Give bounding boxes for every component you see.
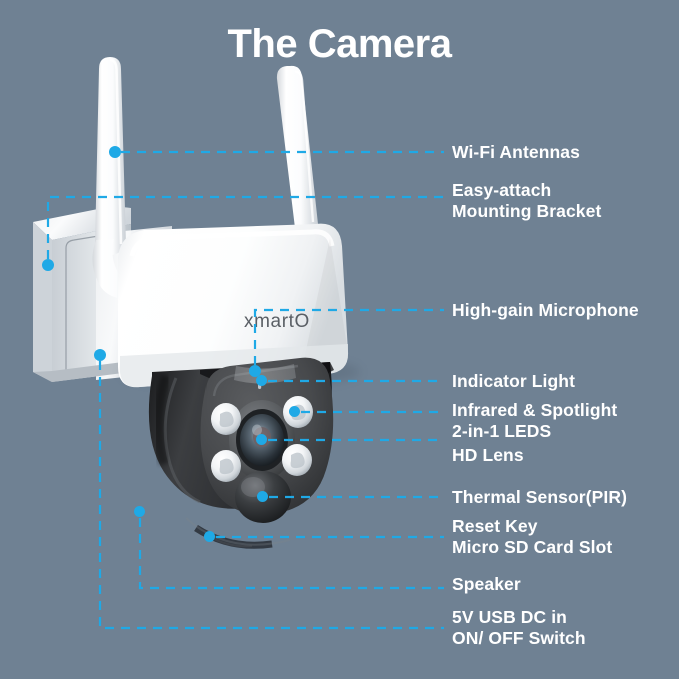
label-infrared-spotlight: Infrared & Spotlight 2-in-1 LEDS xyxy=(452,400,618,441)
label-indicator-light: Indicator Light xyxy=(452,371,576,391)
callout-dot-reset-sdcard[interactable] xyxy=(204,531,215,542)
label-thermal-sensor: Thermal Sensor(PIR) xyxy=(452,487,627,507)
label-mounting-bracket: Easy-attach Mounting Bracket xyxy=(452,180,602,221)
label-hd-lens: HD Lens xyxy=(452,445,524,465)
label-reset-sdcard: Reset Key Micro SD Card Slot xyxy=(452,516,613,557)
label-wifi-antennas: Wi-Fi Antennas xyxy=(452,142,580,162)
callout-dot-speaker[interactable] xyxy=(134,506,145,517)
callout-dot-microphone[interactable] xyxy=(249,365,261,377)
callout-dot-thermal-sensor[interactable] xyxy=(257,491,268,502)
callout-dot-hd-lens[interactable] xyxy=(256,434,267,445)
callout-dot-wifi-antennas[interactable] xyxy=(109,146,121,158)
callout-dot-power-switch[interactable] xyxy=(94,349,106,361)
callout-dot-mounting-bracket[interactable] xyxy=(42,259,54,271)
label-speaker: Speaker xyxy=(452,574,521,594)
label-power-switch: 5V USB DC in ON/ OFF Switch xyxy=(452,607,586,648)
brand-logo: xmartO xyxy=(244,311,310,332)
callout-dot-indicator-light[interactable] xyxy=(256,375,267,386)
page-title: The Camera xyxy=(227,22,452,66)
label-microphone: High-gain Microphone xyxy=(452,300,639,320)
camera-head xyxy=(148,357,334,549)
callout-dot-infrared-spotlight[interactable] xyxy=(289,406,300,417)
